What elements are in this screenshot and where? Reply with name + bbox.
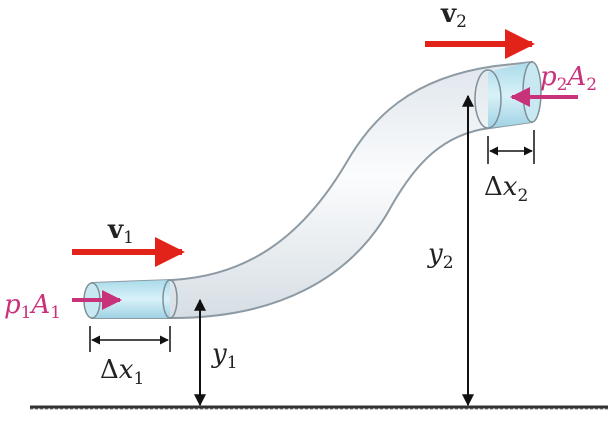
y1-label: y1 xyxy=(211,339,238,373)
pipe-body xyxy=(91,60,533,319)
p2A2-label: p2A2 xyxy=(540,62,597,95)
dx1-dimension xyxy=(89,326,171,352)
dx2-label: Δx2 xyxy=(484,172,528,206)
v1-label: v1 xyxy=(107,215,134,248)
p1A1-label: p1A1 xyxy=(4,290,61,323)
ground-line xyxy=(30,405,608,410)
v2-label: v2 xyxy=(440,0,467,32)
dx1-label: Δx1 xyxy=(100,355,144,389)
dx2-dimension xyxy=(487,130,535,164)
y2-label: y2 xyxy=(427,239,454,273)
